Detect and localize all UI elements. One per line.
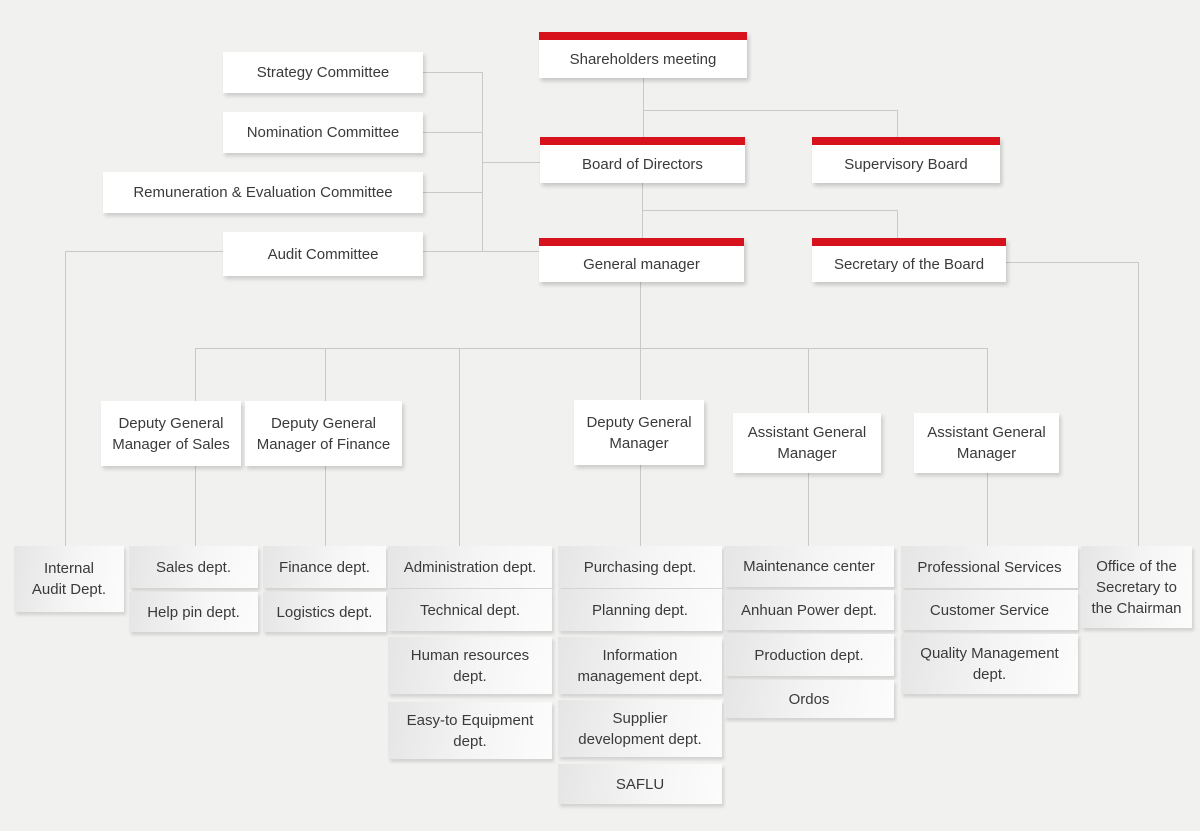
- connector-line: [1138, 262, 1139, 546]
- node-deputy-general-manager: Deputy General Manager: [574, 400, 704, 465]
- label: Customer Service: [929, 601, 1050, 619]
- connector-line: [459, 348, 460, 546]
- node-technical-dept: Technical dept.: [388, 589, 552, 631]
- label: Quality Management dept.: [920, 645, 1059, 683]
- node-finance-dept: Finance dept.: [263, 546, 386, 588]
- connector-line: [897, 110, 898, 137]
- red-accent-bar: [540, 137, 745, 145]
- node-assistant-general-manager-1: Assistant General Manager: [733, 413, 881, 473]
- node-shareholders-meeting: Shareholders meeting: [539, 32, 747, 78]
- label: Assistant General Manager: [927, 424, 1046, 462]
- node-assistant-general-manager-2: Assistant General Manager: [914, 413, 1059, 473]
- connector-line: [482, 72, 483, 251]
- connector-line: [423, 132, 482, 133]
- label: Easy-to Equipment dept.: [406, 711, 534, 750]
- red-accent-bar: [539, 238, 744, 246]
- node-internal-audit-dept: Internal Audit Dept.: [14, 546, 124, 612]
- label: Assistant General Manager: [747, 424, 867, 462]
- label: Logistics dept.: [276, 603, 373, 621]
- label: Sales dept.: [155, 558, 232, 576]
- node-logistics-dept: Logistics dept.: [263, 592, 386, 632]
- node-quality-management-dept: Quality Management dept.: [901, 634, 1078, 694]
- label: Finance dept.: [279, 558, 370, 576]
- node-general-manager: General manager: [539, 238, 744, 282]
- label: Deputy General Manager of Finance: [256, 414, 391, 453]
- node-remuneration-evaluation-committee: Remuneration & Evaluation Committee: [103, 172, 423, 213]
- node-saflu: SAFLU: [558, 764, 722, 804]
- label: Board of Directors: [582, 155, 703, 173]
- label: General manager: [583, 255, 700, 273]
- label: Help pin dept.: [147, 603, 240, 621]
- label: Supervisory Board: [844, 155, 968, 173]
- connector-line: [482, 162, 540, 163]
- node-production-dept: Production dept.: [724, 634, 894, 676]
- label: Strategy Committee: [256, 64, 390, 81]
- node-maintenance-center: Maintenance center: [724, 546, 894, 587]
- connector-line: [643, 110, 897, 111]
- connector-line: [897, 210, 898, 238]
- connector-line: [65, 251, 66, 546]
- label: Technical dept.: [419, 601, 521, 619]
- label: SAFLU: [615, 775, 665, 793]
- label: Internal Audit Dept.: [31, 560, 107, 598]
- label: Human resources dept.: [410, 646, 530, 685]
- label: Secretary of the Board: [833, 255, 985, 273]
- node-purchasing-dept: Purchasing dept.: [558, 546, 722, 588]
- label: Professional Services: [917, 558, 1062, 576]
- red-accent-bar: [812, 137, 1000, 145]
- label: Deputy General Manager: [586, 413, 692, 452]
- node-sales-dept: Sales dept.: [129, 546, 258, 588]
- label: Audit Committee: [267, 245, 379, 263]
- label: Administration dept.: [403, 558, 537, 576]
- connector-line: [1006, 262, 1138, 263]
- node-audit-committee: Audit Committee: [223, 232, 423, 276]
- node-supervisory-board: Supervisory Board: [812, 137, 1000, 183]
- red-accent-bar: [539, 32, 747, 40]
- node-professional-services: Professional Services: [901, 546, 1078, 588]
- node-information-management-dept: Information management dept.: [558, 637, 722, 694]
- connector-line: [195, 348, 987, 349]
- node-board-of-directors: Board of Directors: [540, 137, 745, 183]
- node-nomination-committee: Nomination Committee: [223, 112, 423, 153]
- label: Shareholders meeting: [569, 50, 717, 68]
- connector-line: [423, 72, 482, 73]
- label: Supplier development dept.: [578, 709, 702, 748]
- label: Production dept.: [754, 646, 864, 664]
- node-ordos: Ordos: [724, 680, 894, 718]
- node-supplier-development-dept: Supplier development dept.: [558, 700, 722, 757]
- node-deputy-gm-sales: Deputy General Manager of Sales: [101, 401, 241, 466]
- connector-line: [423, 192, 482, 193]
- node-office-secretary-chairman: Office of the Secretary to the Chairman: [1081, 546, 1192, 628]
- node-anhuan-power-dept: Anhuan Power dept.: [724, 590, 894, 630]
- node-strategy-committee: Strategy Committee: [223, 52, 423, 93]
- node-help-pin-dept: Help pin dept.: [129, 592, 258, 632]
- label: Remuneration & Evaluation Committee: [133, 184, 393, 201]
- node-customer-service: Customer Service: [901, 590, 1078, 630]
- label: Office of the Secretary to the Chairman: [1091, 557, 1182, 617]
- node-administration-dept: Administration dept.: [388, 546, 552, 588]
- node-human-resources-dept: Human resources dept.: [388, 637, 552, 694]
- node-easy-to-equipment-dept: Easy-to Equipment dept.: [388, 702, 552, 759]
- label: Planning dept.: [592, 601, 688, 619]
- label: Nomination Committee: [246, 124, 400, 141]
- node-planning-dept: Planning dept.: [558, 589, 722, 631]
- label: Purchasing dept.: [583, 558, 697, 576]
- connector-line: [642, 210, 897, 211]
- label: Information management dept.: [577, 646, 703, 685]
- node-deputy-gm-finance: Deputy General Manager of Finance: [245, 401, 402, 466]
- red-accent-bar: [812, 238, 1006, 246]
- label: Anhuan Power dept.: [741, 601, 877, 619]
- connector-line: [643, 78, 644, 137]
- label: Deputy General Manager of Sales: [112, 414, 230, 453]
- label: Maintenance center: [743, 558, 875, 575]
- node-secretary-of-the-board: Secretary of the Board: [812, 238, 1006, 282]
- label: Ordos: [788, 690, 830, 708]
